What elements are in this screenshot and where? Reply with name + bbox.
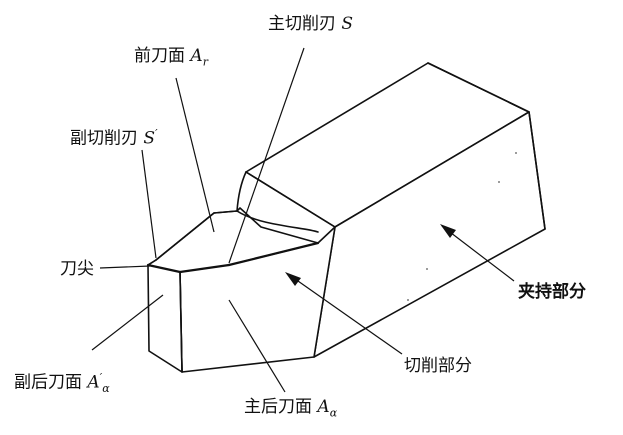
chip-groove-curve-2 — [236, 210, 319, 233]
minor-cutting-edge-line — [146, 263, 182, 274]
groove-back-edge — [245, 171, 336, 228]
minor-cutting-edge-symbol: S — [143, 128, 156, 149]
rake-face-label-text: 前刀面 — [134, 46, 191, 66]
main-flank-label: 主后刀面 Aα — [244, 397, 337, 423]
main-flank-leader — [228, 299, 286, 393]
chip-groove-curve — [236, 171, 247, 212]
main-flank-subscript: α — [329, 406, 338, 420]
cutting-part-arrowhead — [285, 272, 301, 286]
rake-front-edge — [155, 212, 215, 261]
rake-groove-line — [213, 210, 238, 214]
minor-flank-symbol: A — [87, 372, 100, 393]
scan-speck — [426, 268, 428, 270]
tool-tip-leader — [99, 265, 151, 269]
tool-tip-label: 刀尖 — [60, 259, 94, 279]
minor-flank-subscript: α — [102, 382, 110, 396]
minor-cutting-edge-label: 副切削刃 S′ — [70, 124, 158, 149]
main-cutting-edge-line — [178, 263, 231, 274]
cutting-part-leader — [287, 273, 403, 355]
cutting-part-label: 切削部分 — [404, 356, 472, 376]
rake-face-leader — [175, 77, 215, 233]
clamping-part-label: 夹持部分 — [518, 282, 586, 302]
scan-speck — [498, 181, 500, 183]
minor-flank-label-text: 副后刀面 — [14, 372, 88, 393]
clamping-part-label-text: 夹持部分 — [518, 282, 586, 302]
tool-tip-label-text: 刀尖 — [60, 259, 94, 279]
minor-cutting-edge-leader — [141, 149, 157, 259]
scan-speck — [515, 152, 517, 154]
minor-flank-prime: ′ — [99, 371, 103, 384]
minor-flank-leader — [91, 294, 164, 351]
tip-edge — [147, 259, 157, 266]
minor-flank-label: 副后刀面 A′α — [14, 368, 110, 399]
minor-flank-face — [147, 264, 183, 373]
main-flank-symbol: A — [317, 397, 330, 417]
rake-face-symbol: A — [190, 46, 203, 66]
rake-face-label: 前刀面 Ar — [134, 46, 208, 72]
scan-speck — [407, 299, 409, 301]
shank-back-edge — [427, 62, 546, 230]
rake-face-subscript: r — [202, 55, 208, 69]
cutting-part-label-text: 切削部分 — [404, 356, 472, 376]
main-cutting-edge-label-text: 主切削刃 — [268, 14, 342, 34]
main-cutting-edge-label: 主切削刃 S — [268, 14, 353, 34]
clamping-part-arrowhead — [440, 224, 456, 238]
main-flank-label-text: 主后刀面 — [244, 397, 318, 417]
clamping-part-leader — [441, 225, 515, 282]
minor-cutting-edge-label-text: 副切削刃 — [70, 128, 144, 149]
main-cutting-edge-symbol: S — [341, 14, 354, 34]
main-cutting-edge-line-2 — [227, 241, 320, 267]
main-cutting-edge-leader — [228, 47, 305, 264]
tool-tip-vertical-edge — [179, 271, 183, 373]
minor-cutting-edge-prime: ′ — [155, 127, 158, 140]
